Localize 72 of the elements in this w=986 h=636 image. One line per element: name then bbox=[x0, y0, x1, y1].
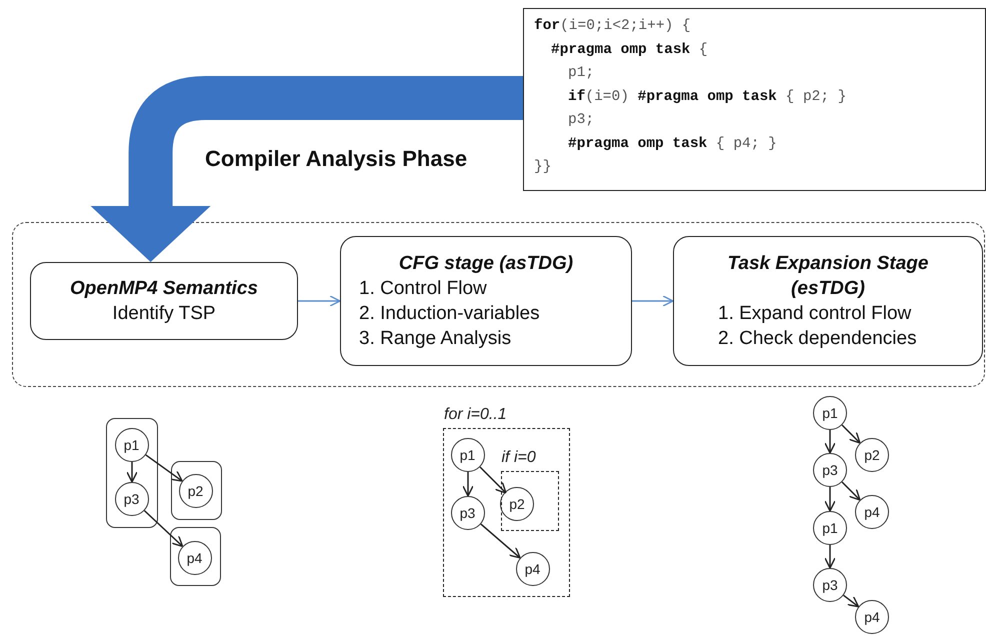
task-label: p3 bbox=[822, 462, 838, 478]
task-group-box bbox=[170, 527, 221, 586]
stage-box bbox=[30, 262, 298, 340]
arrow bbox=[824, 545, 836, 569]
task-label: p4 bbox=[524, 560, 540, 576]
stage-heading: OpenMP4 Semantics bbox=[69, 277, 259, 301]
task-circle bbox=[813, 453, 847, 487]
code-line: #pragma omp task { p4; } bbox=[567, 134, 778, 154]
task-label: p1 bbox=[822, 520, 838, 536]
task-label: p2 bbox=[509, 496, 525, 512]
list-item: 1. Expand control Flow bbox=[717, 302, 912, 326]
arrow bbox=[462, 472, 474, 497]
task-label: p4 bbox=[864, 504, 880, 520]
task-label: p1 bbox=[460, 446, 476, 462]
region-label: if i=0 bbox=[502, 448, 536, 466]
arrow bbox=[824, 487, 836, 512]
task-circle bbox=[178, 474, 212, 508]
arrow bbox=[824, 430, 836, 454]
arrow bbox=[145, 454, 183, 482]
arrow bbox=[126, 462, 138, 483]
task-circle bbox=[450, 438, 484, 472]
stage-box bbox=[340, 236, 632, 366]
list-item: 2. Induction-variables bbox=[358, 302, 541, 326]
task-circle bbox=[500, 487, 534, 521]
task-circle bbox=[813, 396, 847, 430]
task-label: p3 bbox=[822, 577, 838, 593]
arrow bbox=[298, 295, 341, 307]
code-line: p3; bbox=[567, 111, 596, 130]
task-label: p4 bbox=[186, 550, 202, 566]
task-circle bbox=[813, 568, 847, 602]
task-circle bbox=[813, 511, 847, 545]
arrow bbox=[144, 510, 184, 548]
arrow bbox=[480, 524, 521, 559]
task-circle bbox=[450, 496, 484, 530]
task-circle bbox=[114, 482, 148, 516]
arrow bbox=[841, 481, 861, 501]
task-circle bbox=[855, 600, 889, 634]
stage-box bbox=[673, 236, 983, 366]
task-circle bbox=[114, 428, 148, 462]
stage-heading: Task Expansion Stage (esTDG) bbox=[726, 252, 930, 301]
task-circle bbox=[855, 438, 889, 472]
task-circle bbox=[855, 495, 889, 529]
list-item: 3. Range Analysis bbox=[358, 327, 512, 351]
task-label: p3 bbox=[460, 504, 476, 520]
arrow bbox=[632, 295, 674, 307]
task-label: p2 bbox=[188, 482, 204, 498]
arrow bbox=[479, 466, 507, 494]
code-line: #pragma omp task { bbox=[550, 40, 709, 60]
curved-arrow bbox=[90, 76, 523, 262]
arrow bbox=[843, 594, 860, 608]
task-circle bbox=[516, 552, 550, 586]
stage-heading: CFG stage (asTDG) bbox=[398, 252, 574, 276]
phase-label: Compiler Analysis Phase bbox=[205, 146, 468, 172]
task-group-box bbox=[171, 461, 222, 520]
code-line: }} bbox=[534, 158, 552, 177]
task-label: p3 bbox=[124, 490, 140, 506]
dashed-container bbox=[12, 222, 985, 387]
code-line: if(i=0) #pragma omp task { p2; } bbox=[567, 88, 848, 106]
stage-text: Identify TSP bbox=[111, 302, 217, 326]
task-group-box bbox=[106, 418, 158, 528]
task-label: p4 bbox=[864, 609, 880, 625]
task-label: p1 bbox=[822, 405, 838, 421]
arrow bbox=[841, 424, 861, 444]
list-item: 2. Check dependencies bbox=[717, 327, 918, 351]
code-line: for(i=0;i<2;i++) { bbox=[534, 17, 692, 36]
code-box bbox=[523, 8, 986, 191]
list-item: 1. Control Flow bbox=[358, 277, 488, 301]
task-label: p1 bbox=[124, 436, 140, 452]
code-line: p1; bbox=[567, 64, 596, 83]
region-label: for i=0..1 bbox=[444, 406, 507, 424]
task-label: p2 bbox=[864, 447, 880, 463]
task-circle bbox=[178, 540, 212, 574]
